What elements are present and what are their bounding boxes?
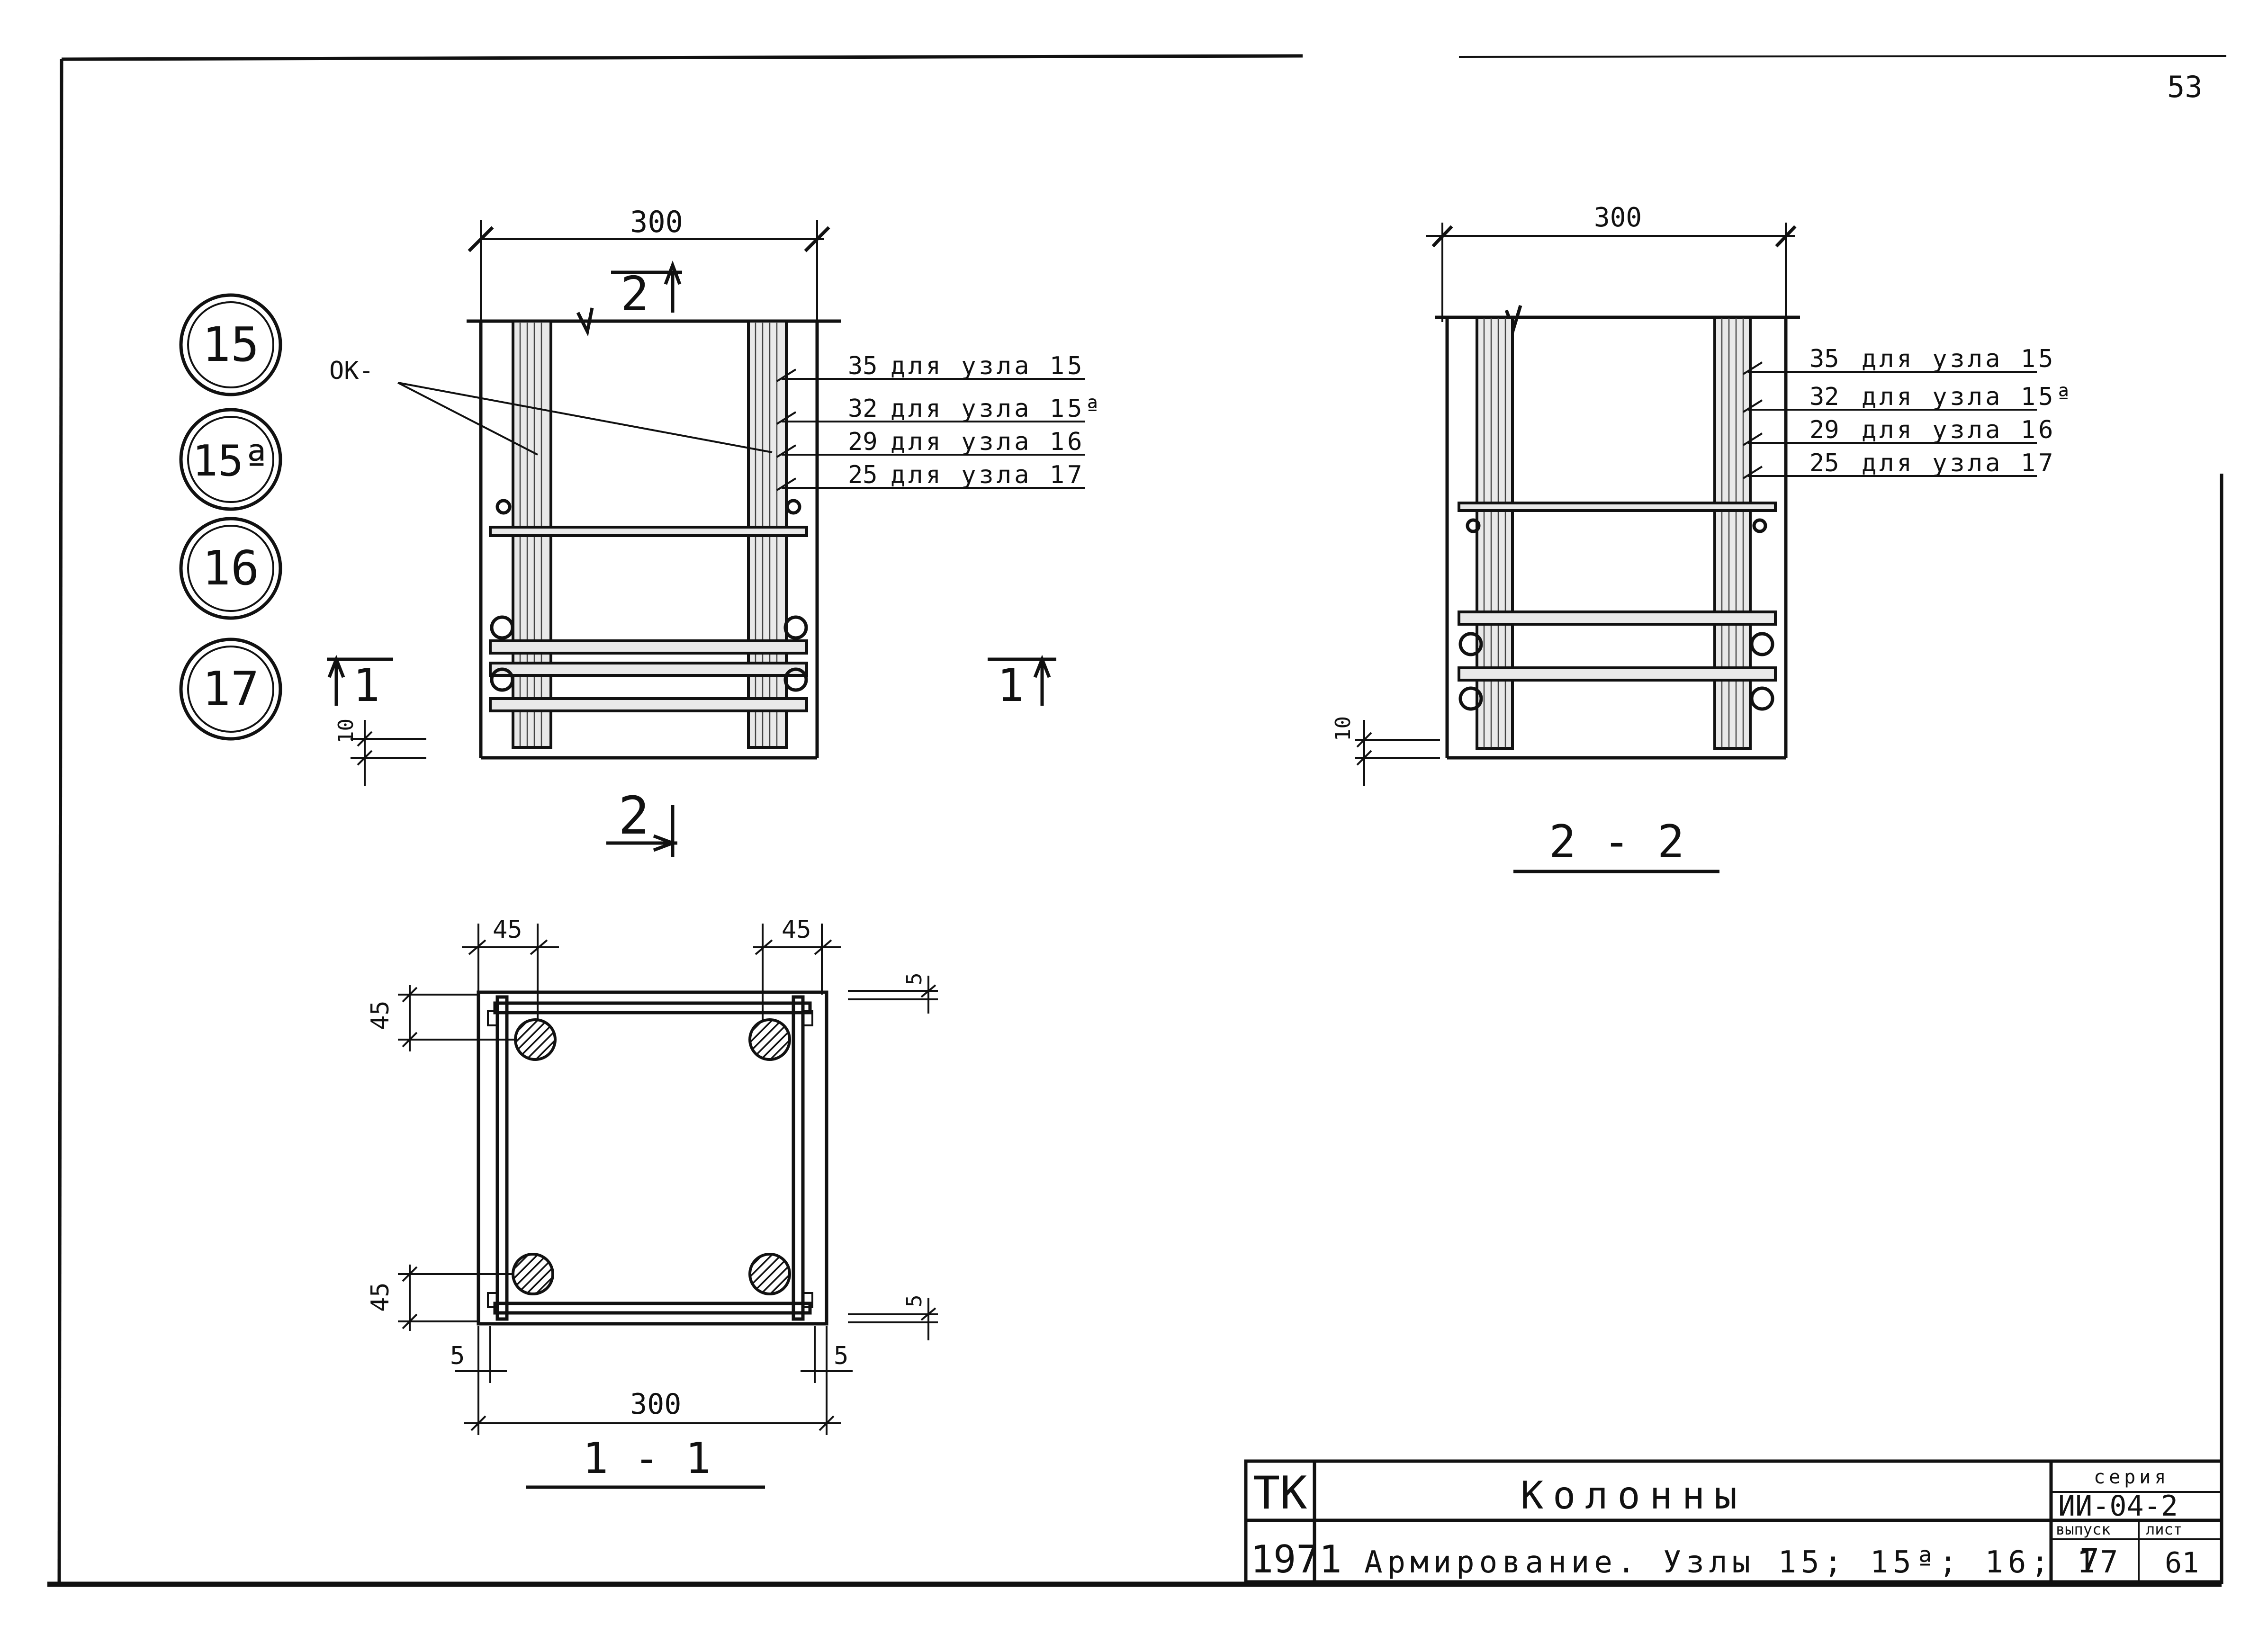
node-label: 16 [202,540,259,596]
view-2-tie-1 [489,526,808,537]
view-2-2-title: 2 - 2 [1549,816,1684,868]
title-block-series-value: ИИ-04-2 [2058,1490,2178,1523]
view-2-callout-text: для узла 15 [891,352,1085,380]
view-2-2-callout-num: 29 [1809,416,1839,444]
view-2-2-callout-text: для узла 17 [1862,449,2056,477]
view-2-callout-text: для узла 15ª [891,395,1103,423]
view-2-tie-end [785,499,801,515]
view-1-1-rebar [748,1018,791,1061]
view-1-1-dim-bottom-right: 5 [834,1342,848,1370]
title-block-sheet-value: 61 [2165,1546,2199,1580]
title-block-sheet-label: лист [2146,1520,2182,1538]
view-1-1-rebar [748,1253,791,1295]
view-1-1: 45 45 45 45 5 5 [366,916,938,1489]
view-1-1-dim-top-right: 45 [782,916,811,944]
view-2-2-bar-right [1713,316,1752,750]
view-1-1-stirrup-left [495,995,509,1321]
title-block-issue-label: выпуск [2056,1520,2111,1538]
view-1-1-dim-side-bottom: 45 [366,1282,395,1312]
view-2-2-callout-num: 32 [1809,383,1839,411]
view-2-2-callout-num: 35 [1809,345,1839,373]
view-2-2-tie-end [1752,518,1767,533]
view-2-callout-text: для узла 17 [891,461,1085,489]
view-2-width-dim: 300 [630,205,683,239]
view-2-callout-num: 25 [848,461,878,489]
title-block-year: 1971 [1251,1537,1342,1581]
view-2-callout-num: 29 [848,428,878,456]
view-1-1-dim-side-top: 45 [366,1000,395,1030]
node-label: 17 [202,661,259,717]
view-2-tie-end [783,667,808,692]
view-2-leader-label: ОК- [329,357,374,385]
view-2-2-tie-1 [1458,502,1777,512]
view-2-2-tie-3 [1458,666,1777,682]
title-block-series-label: серия [2094,1466,2169,1488]
title-block-title: Колонны [1521,1473,1746,1517]
sheet-frame [47,54,2227,1587]
view-2-2-tie-end [1750,686,1774,711]
view-1-1-dim-right-top: 5 [902,973,927,986]
node-list: 15 15ª 16 17 [179,293,282,741]
view-1-1-rebar [512,1253,554,1295]
view-1-1-dim-top-left: 45 [493,916,522,944]
view-2-cover-dim: 10 [334,718,358,744]
view-1-1-dim-bottom-left: 5 [450,1342,465,1370]
view-2-tie-end [490,667,514,692]
view-2-section-marker-right: 1 [997,660,1024,712]
view-2-2-tie-end [1466,518,1481,533]
view-2-cut-mark-top: 2 [621,266,649,322]
title-block-subtitle: Армирование. Узлы 15; 15ª; 16; 17 [1364,1545,2123,1580]
view-1-1-outline [477,990,828,1326]
view-2-tie-end [490,615,514,640]
view-2-2-bar-left [1476,316,1514,750]
view-2-tie-3 [489,662,808,677]
view-2-tie-end [495,499,512,515]
view-2-tie-4 [489,697,808,712]
view-2-2-cover-dim: 10 [1331,716,1355,741]
view-2-callout-text: для узла 16 [891,428,1085,456]
view-2-section-marker-left: 1 [353,660,380,712]
view-2-2-tie-end [1750,632,1774,656]
view-2-2-tie-2 [1458,610,1777,626]
view-1-1-stirrup-right [792,995,805,1321]
view-1-1-rebar [514,1018,557,1061]
view-1-1-dim-width: 300 [630,1388,681,1421]
view-2-2-tie-end [1458,632,1483,656]
view-2-2-callout-text: для узла 15ª [1862,383,2074,411]
node-label: 15ª [192,436,270,486]
view-2-tie-2 [489,639,808,655]
view-2-2: 300 [1331,202,2074,873]
view-1-1-stirrup-top [493,1001,812,1015]
node-label: 15 [202,317,259,372]
title-block: ТК 1971 Колонны Армирование. Узлы 15; 15… [1244,1459,2223,1584]
view-2-tie-end [783,615,808,640]
corner-mark: 53 [2167,70,2203,104]
view-2-2-width-dim: 300 [1594,202,1642,233]
view-2-2-callout-text: для узла 16 [1862,416,2056,444]
view-1-1-stirrup-bottom [493,1302,812,1315]
view-2-callout-num: 35 [848,352,878,380]
view-2-2-callout-text: для узла 15 [1862,345,2056,373]
view-1-1-title: 1 - 1 [583,1434,711,1483]
view-2-2-callout-num: 25 [1809,449,1839,477]
view-1-1-dim-right-bottom: 5 [902,1295,927,1308]
view-2-callout-num: 32 [848,395,878,423]
title-block-issue-value: 7 [2079,1542,2099,1580]
view-2: 300 2 [327,205,1103,857]
view-2-2-tie-end [1458,686,1483,711]
view-2-section-label: 2 [618,785,649,846]
title-block-org: ТК [1253,1467,1307,1519]
